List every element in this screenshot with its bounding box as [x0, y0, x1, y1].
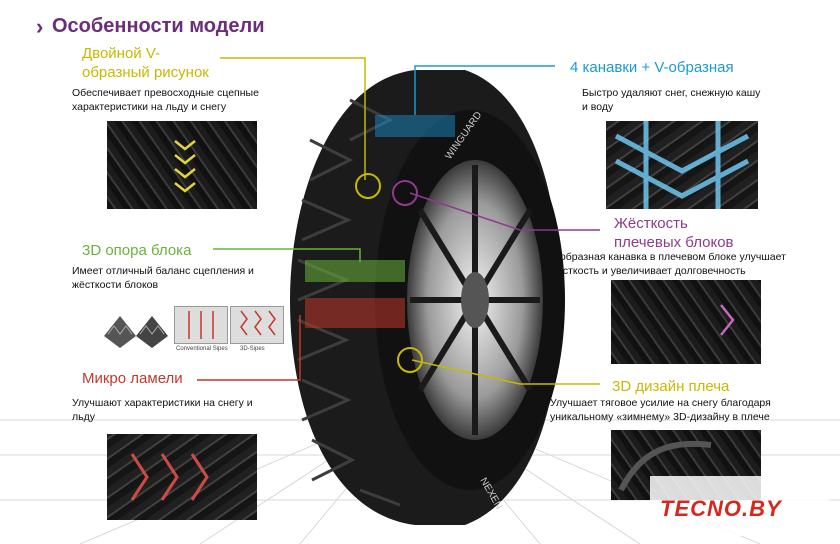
feature-grooves-title: 4 канавки + V-образная: [570, 59, 734, 76]
tire-illustration: WINGUARD NEXEN: [290, 70, 565, 525]
3d-sipes-caption: 3D-Sipes: [240, 346, 265, 352]
feature-v-pattern-title-line1: Двойной V-: [82, 45, 161, 62]
grooves-arrows: [614, 121, 750, 209]
feature-shoulder-3d-desc-line1: Улучшает тяговое усилие на снегу благода…: [550, 397, 771, 409]
feature-grooves-desc: Быстро удаляют снег, снежную кашу и воду: [582, 86, 760, 114]
feature-v-pattern-desc-line2: характеристики на льду и снегу: [72, 101, 227, 113]
feature-shoulder-stiffness-title: Жёсткость плечевых блоков: [614, 214, 734, 252]
shoulder-stiffness-marks: [720, 304, 735, 336]
feature-micro-sipes-desc: Улучшают характеристики на снегу и льду: [72, 396, 253, 424]
conventional-sipes-lines: [188, 311, 214, 339]
feature-shoulder-3d-desc: Улучшает тяговое усилие на снегу благода…: [550, 396, 771, 424]
3d-sipes-lines: [240, 310, 276, 336]
shoulder-stiffness-tread-image: [611, 280, 761, 364]
feature-block-support-title: 3D опора блока: [82, 242, 192, 259]
micro-sipes-tread-image: [107, 434, 257, 520]
feature-shoulder-stiffness-title-line1: Жёсткость: [614, 215, 688, 232]
feature-v-pattern-title: Двойной V- образный рисунок: [82, 44, 209, 82]
title-chevron-icon: ›: [36, 14, 44, 39]
sipe-3d-blocks-icon: [104, 316, 168, 348]
feature-shoulder-stiffness-desc: V-образная канавка в плечевом блоке улуч…: [550, 250, 786, 278]
feature-v-pattern-desc: Обеспечивает превосходные сцепные характ…: [72, 86, 259, 114]
feature-shoulder-stiffness-title-line2: плечевых блоков: [614, 234, 734, 251]
feature-shoulder-stiffness-desc-line2: жёсткость и увеличивает долговечность: [550, 265, 746, 277]
feature-shoulder-stiffness-desc-line1: V-образная канавка в плечевом блоке улуч…: [550, 251, 786, 263]
micro-sipes-marks: [130, 453, 209, 501]
shoulder-3d-marks: [618, 440, 712, 492]
feature-block-support-desc-line2: жёсткости блоков: [72, 279, 159, 291]
conventional-sipes-caption: Conventional Sipes: [176, 346, 228, 352]
v-pattern-chevrons: [174, 140, 196, 193]
feature-shoulder-3d-desc-line2: уникальному «зимнему» 3D-дизайну в плече: [550, 411, 770, 423]
feature-micro-sipes-title: Микро ламели: [82, 370, 183, 387]
page-title: Особенности модели: [52, 15, 265, 37]
feature-block-support-desc-line1: Имеет отличный баланс сцепления и: [72, 265, 254, 277]
feature-block-support-desc: Имеет отличный баланс сцепления и жёстко…: [72, 264, 254, 292]
feature-v-pattern-title-line2: образный рисунок: [82, 64, 209, 81]
watermark-backdrop: [650, 476, 830, 536]
feature-micro-sipes-desc-line2: льду: [72, 411, 95, 423]
watermark-logo: TECNO.BY: [660, 496, 782, 521]
v-pattern-tread-image: [107, 121, 257, 209]
feature-micro-sipes-desc-line1: Улучшают характеристики на снегу и: [72, 397, 253, 409]
conventional-sipes-image: [174, 306, 228, 344]
feature-grooves-desc-line2: и воду: [582, 101, 614, 113]
feature-shoulder-3d-title: 3D дизайн плеча: [612, 378, 730, 395]
feature-grooves-desc-line1: Быстро удаляют снег, снежную кашу: [582, 87, 761, 99]
grooves-tread-image: [606, 121, 758, 209]
feature-v-pattern-desc-line1: Обеспечивает превосходные сцепные: [72, 87, 259, 99]
3d-sipes-image: [230, 306, 284, 344]
